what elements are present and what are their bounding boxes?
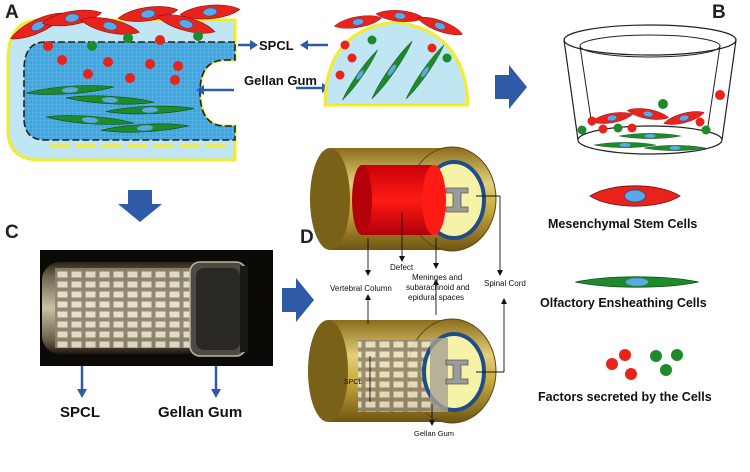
oec-cell — [618, 133, 682, 139]
legend-oec-label: Olfactory Ensheathing Cells — [540, 296, 707, 310]
annotation-arrowheads — [365, 256, 507, 426]
gellan-label-a-line1: Gellan Gum — [244, 73, 317, 88]
panel-letter-d: D — [300, 227, 314, 248]
factors — [43, 31, 203, 85]
spcl-label-c: SPCL — [60, 404, 100, 421]
label-spcl-d: SPCL — [344, 379, 362, 386]
msc-cell — [375, 8, 425, 24]
spine-model-implanted — [308, 318, 497, 424]
oec-cell — [643, 145, 707, 151]
dome-diagram — [323, 8, 470, 107]
spcl-label-a: SPCL — [259, 38, 294, 53]
label-meninges-line2: subarachnoid and — [406, 283, 470, 292]
gellan-label-c: Gellan Gum — [158, 404, 242, 421]
msc-cell — [590, 109, 634, 127]
legend-msc-icon — [589, 185, 681, 207]
legend-msc-label: Mesenchymal Stem Cells — [548, 217, 697, 231]
arrow-a-to-b — [495, 65, 527, 109]
conduit-diagram — [6, 2, 241, 162]
legend-oec-icon — [574, 276, 700, 288]
oec-cell — [593, 142, 657, 148]
panel-letter-a: A — [5, 2, 19, 23]
label-gellan-d: Gellan Gum — [414, 429, 454, 438]
label-meninges-line1: Meninges and — [412, 273, 462, 282]
legend-factors-label: Factors secreted by the Cells — [538, 390, 712, 404]
label-defect: Defect — [390, 263, 414, 272]
panel-letter-c: C — [5, 222, 19, 243]
label-spinal-cord: Spinal Cord — [484, 279, 526, 288]
arrow-a-to-c — [118, 190, 162, 222]
legend: Mesenchymal Stem Cells Olfactory Ensheat… — [538, 185, 712, 404]
legend-factors-icon — [606, 349, 683, 380]
spine-model-defect — [310, 146, 497, 252]
annotation-lines — [367, 195, 505, 422]
panel-letter-b: B — [712, 2, 726, 23]
label-meninges-line3: epidural spaces — [408, 293, 464, 302]
scaffold-photo — [40, 250, 273, 366]
label-vertebral-column: Vertebral Column — [330, 284, 392, 293]
arrow-c-to-d — [282, 278, 314, 322]
culture-insert — [563, 24, 737, 155]
